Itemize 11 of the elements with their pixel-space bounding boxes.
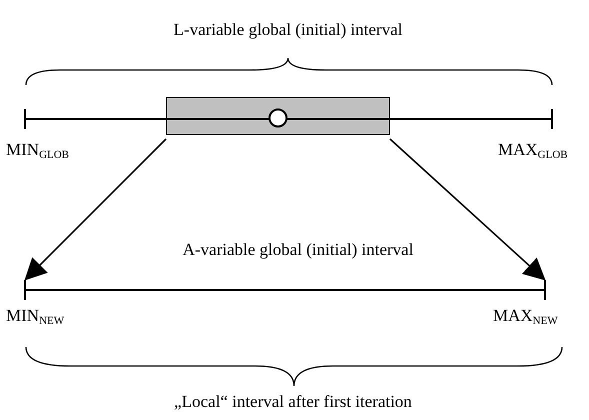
interval-caption: L-variable global (initial) interval bbox=[174, 20, 402, 40]
bound-label: MAX$_{GLOB}$ bbox=[498, 140, 568, 162]
interval-line bbox=[24, 280, 546, 300]
arrow bbox=[389, 138, 546, 280]
arrow bbox=[24, 138, 167, 281]
interval-caption: A-variable global (initial) interval bbox=[182, 240, 414, 260]
bound-label: MIN$_{NEW}$ bbox=[6, 306, 64, 328]
range-box bbox=[166, 97, 390, 135]
bound-label: MIN$_{GLOB}$ bbox=[6, 140, 70, 162]
bound-label: MAX$_{NEW}$ bbox=[493, 306, 558, 328]
interval-caption: „Local“ interval after first iteration bbox=[174, 392, 412, 412]
